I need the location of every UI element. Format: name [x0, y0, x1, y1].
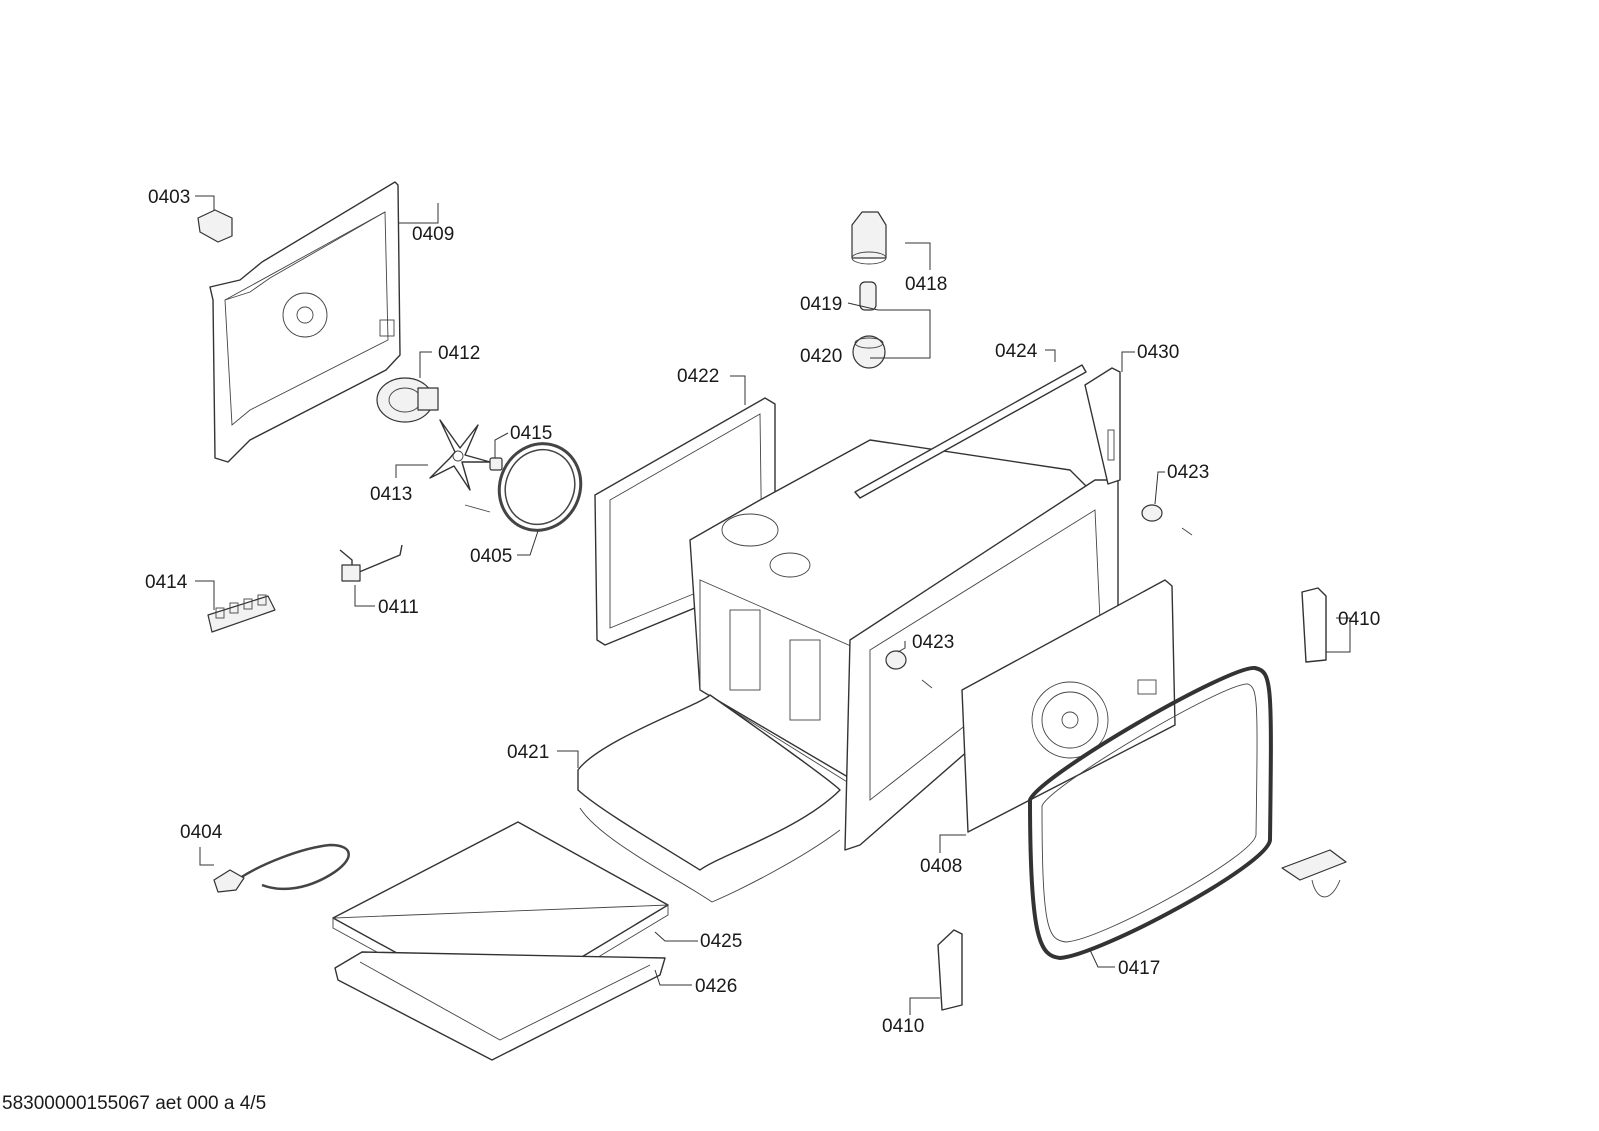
- part-nut: [489, 457, 503, 471]
- label-0421: 0421: [507, 742, 549, 763]
- part-side-rail: [1084, 367, 1121, 485]
- label-0414: 0414: [145, 572, 188, 593]
- label-0426: 0426: [695, 976, 737, 997]
- part-lamp-bulb: [859, 281, 877, 311]
- part-fan-wheel: [429, 419, 491, 491]
- label-0405: 0405: [470, 546, 512, 567]
- label-0422: 0422: [677, 366, 719, 387]
- label-0410-right: 0410: [1338, 609, 1380, 630]
- part-back-wall: [961, 579, 1176, 833]
- label-0430: 0430: [1137, 342, 1179, 363]
- part-fan-motor: [376, 377, 439, 423]
- label-0424: 0424: [995, 341, 1038, 362]
- label-0408: 0408: [920, 856, 962, 877]
- label-0409: 0409: [412, 224, 454, 245]
- part-terminal-block: [207, 594, 276, 633]
- label-0418: 0418: [905, 274, 947, 295]
- document-footer: 58300000155067 aet 000 a 4/5: [2, 1093, 267, 1114]
- label-0419: 0419: [800, 294, 842, 315]
- label-0411: 0411: [378, 597, 419, 618]
- label-0413: 0413: [370, 484, 412, 505]
- part-door-catch: [1281, 849, 1347, 898]
- label-0417: 0417: [1118, 958, 1160, 979]
- leader-lines: [195, 195, 1351, 1015]
- label-0404: 0404: [180, 822, 223, 843]
- label-0420: 0420: [800, 346, 842, 367]
- part-door-seal: [1028, 666, 1273, 960]
- part-lamp-knob: [1141, 504, 1193, 536]
- label-0403: 0403: [148, 187, 190, 208]
- label-0415: 0415: [510, 423, 552, 444]
- label-0423-upper: 0423: [1167, 462, 1209, 483]
- part-switch-bracket: [339, 544, 403, 582]
- label-0410-lower: 0410: [882, 1016, 924, 1037]
- part-lamp-cover: [852, 335, 886, 369]
- part-top-rail: [854, 364, 1087, 499]
- part-lamp-housing: [851, 211, 887, 265]
- part-heating-element: [464, 442, 583, 532]
- label-0423-lower: 0423: [912, 632, 954, 653]
- part-small-bracket: [197, 209, 233, 243]
- label-0425: 0425: [700, 931, 742, 952]
- part-power-cord: [213, 843, 350, 893]
- part-base-frame: [334, 951, 666, 1061]
- label-0412: 0412: [438, 343, 480, 364]
- part-hinge-right: [1301, 587, 1327, 663]
- part-back-panel: [209, 181, 401, 463]
- part-lamp-knob-lower: [885, 650, 933, 689]
- part-insulation-mat: [577, 694, 841, 903]
- part-hinge-lower: [937, 929, 963, 1011]
